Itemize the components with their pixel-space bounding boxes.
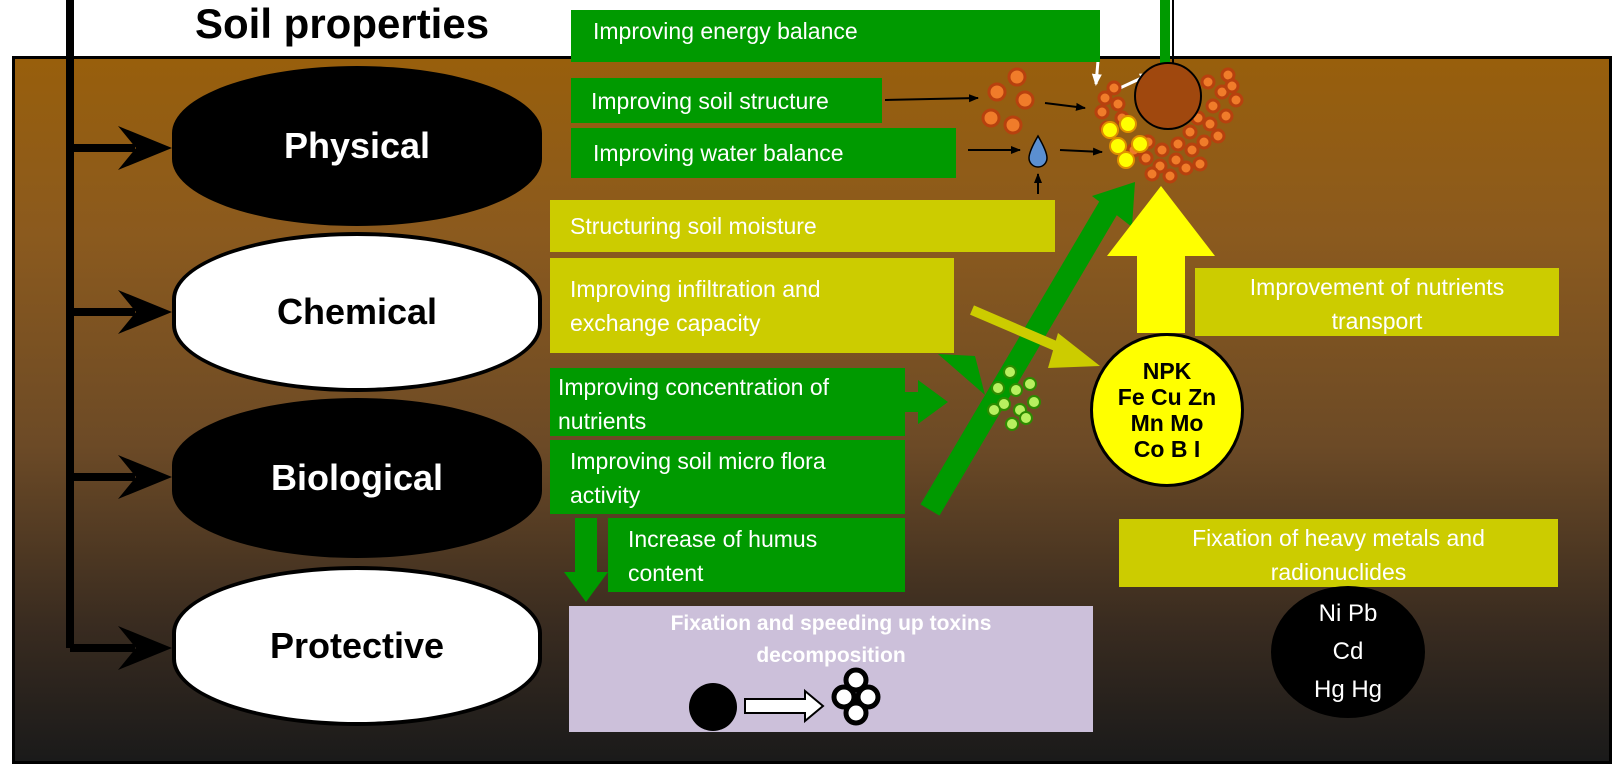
box-nutrient-concentration-line1: Improving concentration of xyxy=(558,374,830,400)
arrow-structure xyxy=(884,94,979,103)
box-nutrient-transport-line2: transport xyxy=(1331,308,1423,334)
box-humus-line1: Increase of humus xyxy=(628,526,818,552)
box-heavy-metals: Fixation of heavy metals and radionuclid… xyxy=(1119,519,1558,587)
heavy-metals-circle: Ni Pb Cd Hg Hg xyxy=(1271,586,1425,718)
category-label-physical: Physical xyxy=(283,125,431,166)
box-infiltration-line2: exchange capacity xyxy=(570,310,761,336)
green-arrow-humus xyxy=(564,518,608,602)
microorganisms xyxy=(987,365,1041,431)
green-diagonal-arrow xyxy=(920,182,1135,516)
page-title: Soil properties xyxy=(195,0,490,47)
nutrients-line-3: Mn Mo xyxy=(1130,410,1204,436)
nutrient-granules xyxy=(1101,115,1149,169)
box-infiltration: Improving infiltration and exchange capa… xyxy=(550,258,954,353)
seed-circle xyxy=(1134,62,1202,130)
category-label-chemical: Chemical xyxy=(276,291,438,332)
box-toxins: Fixation and speeding up toxins decompos… xyxy=(569,606,1093,732)
category-physical: Physical xyxy=(172,66,542,226)
toxin-decomposition-arrow xyxy=(744,688,825,724)
green-arrow-concentration xyxy=(905,380,948,424)
box-soil-moisture: Structuring soil moisture xyxy=(550,200,1055,252)
box-humus: Increase of humus content xyxy=(608,518,905,592)
category-biological: Biological xyxy=(172,398,542,558)
box-micro-flora: Improving soil micro flora activity xyxy=(550,440,905,514)
box-heavy-metals-line1: Fixation of heavy metals and xyxy=(1192,525,1485,551)
box-soil-moisture-text: Structuring soil moisture xyxy=(570,213,817,239)
box-energy-balance: Improving energy balance xyxy=(571,10,1100,62)
box-water-balance-text: Improving water balance xyxy=(593,140,844,166)
box-infiltration-line1: Improving infiltration and xyxy=(570,276,821,302)
box-soil-structure-text: Improving soil structure xyxy=(591,88,829,114)
box-nutrient-concentration-line2: nutrients xyxy=(558,408,647,434)
branch-arrow-physical xyxy=(70,126,172,170)
toxins-illustration xyxy=(689,667,881,731)
green-arrow-chemical xyxy=(938,354,985,395)
box-toxins-line2: decomposition xyxy=(756,644,906,667)
metals-line-1: Ni Pb xyxy=(1318,600,1378,627)
box-humus-line2: content xyxy=(628,560,704,586)
nutrients-circle: NPK Fe Cu Zn Mn Mo Co B I xyxy=(1090,333,1244,487)
decomposed-molecule-icon xyxy=(831,667,881,726)
soil-particles-left xyxy=(981,67,1035,135)
box-micro-flora-line1: Improving soil micro flora xyxy=(570,448,826,474)
box-toxins-line1: Fixation and speeding up toxins xyxy=(670,612,992,635)
box-heavy-metals-line2: radionuclides xyxy=(1270,559,1407,585)
branch-arrow-protective xyxy=(70,626,172,670)
metals-line-3: Hg Hg xyxy=(1313,676,1383,703)
arrow-to-aggregate xyxy=(1044,102,1086,111)
nutrients-line-4: Co B I xyxy=(1133,436,1201,462)
metals-line-2: Cd xyxy=(1332,638,1364,665)
plant-stem xyxy=(1160,0,1170,70)
yellow-arrow-to-npk xyxy=(970,305,1100,368)
yellow-up-arrow xyxy=(1107,186,1215,333)
branch-arrow-biological xyxy=(70,455,172,499)
branch-arrow-chemical xyxy=(70,290,172,334)
category-label-biological: Biological xyxy=(270,457,444,498)
box-soil-structure: Improving soil structure xyxy=(571,78,882,123)
box-energy-balance-text: Improving energy balance xyxy=(593,18,858,44)
nutrients-line-1: NPK xyxy=(1142,358,1192,384)
category-protective: Protective xyxy=(172,566,542,726)
box-nutrient-transport-line1: Improvement of nutrients xyxy=(1249,274,1505,300)
water-drop-icon xyxy=(1028,134,1048,168)
box-water-balance: Improving water balance xyxy=(571,128,956,178)
box-nutrient-concentration: Improving concentration of nutrients xyxy=(550,368,905,436)
soil-aggregate xyxy=(1094,67,1244,184)
box-nutrient-transport: Improvement of nutrients transport xyxy=(1195,268,1559,336)
toxin-molecule-icon xyxy=(689,683,737,731)
nutrients-line-2: Fe Cu Zn xyxy=(1117,384,1217,410)
category-label-protective: Protective xyxy=(269,625,445,666)
arrow-drop-to-aggregate xyxy=(1059,147,1103,156)
category-chemical: Chemical xyxy=(172,232,542,392)
box-micro-flora-line2: activity xyxy=(570,482,641,508)
